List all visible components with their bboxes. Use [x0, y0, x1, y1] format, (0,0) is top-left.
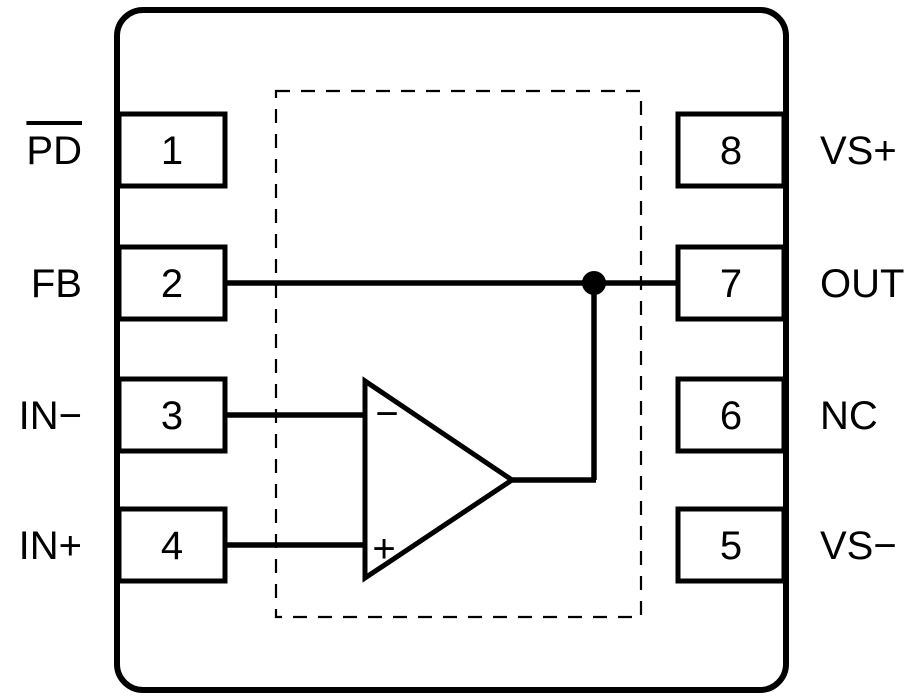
pin-3-box[interactable]	[116, 376, 228, 454]
pin-1-label: PD	[26, 129, 82, 173]
pin-7-box[interactable]	[675, 244, 787, 322]
pin-3-number: 3	[161, 394, 183, 438]
opamp-triangle-symbol	[362, 376, 517, 583]
pin-5-box[interactable]	[675, 506, 787, 584]
pin-4-number: 4	[161, 524, 183, 568]
pin-1-box[interactable]	[116, 111, 228, 189]
opamp-noninverting-input-sign: +	[372, 527, 395, 571]
pin-7-group[interactable]: 7 OUT	[675, 244, 904, 322]
pin-6-group[interactable]: 6 NC	[675, 376, 878, 454]
pin-8-group[interactable]: 8 VS+	[675, 111, 897, 189]
pin-1-group[interactable]: 1 PD	[26, 111, 228, 189]
package-body-outline	[114, 7, 789, 693]
pin-6-number: 6	[720, 394, 742, 438]
pin-8-box[interactable]	[675, 111, 787, 189]
pin-6-box[interactable]	[675, 376, 787, 454]
pin-5-group[interactable]: 5 VS−	[675, 506, 897, 584]
pin-2-group[interactable]: 2 FB	[31, 244, 228, 322]
pin-4-group[interactable]: 4 IN+	[19, 506, 228, 584]
pin-5-number: 5	[720, 524, 742, 568]
opamp-inverting-input-sign: −	[375, 392, 398, 436]
pin-2-number: 2	[161, 262, 183, 306]
pin-3-group[interactable]: 3 IN−	[19, 376, 228, 454]
pin-1-number: 1	[161, 129, 183, 173]
pin-3-label: IN−	[19, 394, 82, 438]
pin-4-label: IN+	[19, 524, 82, 568]
pin-7-label: OUT	[820, 262, 904, 306]
pin-7-number: 7	[720, 262, 742, 306]
die-boundary-dashed-rect	[274, 89, 643, 619]
pin-8-label: VS+	[820, 129, 897, 173]
pin-6-label: NC	[820, 394, 878, 438]
pin-2-label: FB	[31, 262, 82, 306]
pin-5-label: VS−	[820, 524, 897, 568]
feedback-junction-dot	[582, 271, 606, 295]
pin-8-number: 8	[720, 129, 742, 173]
